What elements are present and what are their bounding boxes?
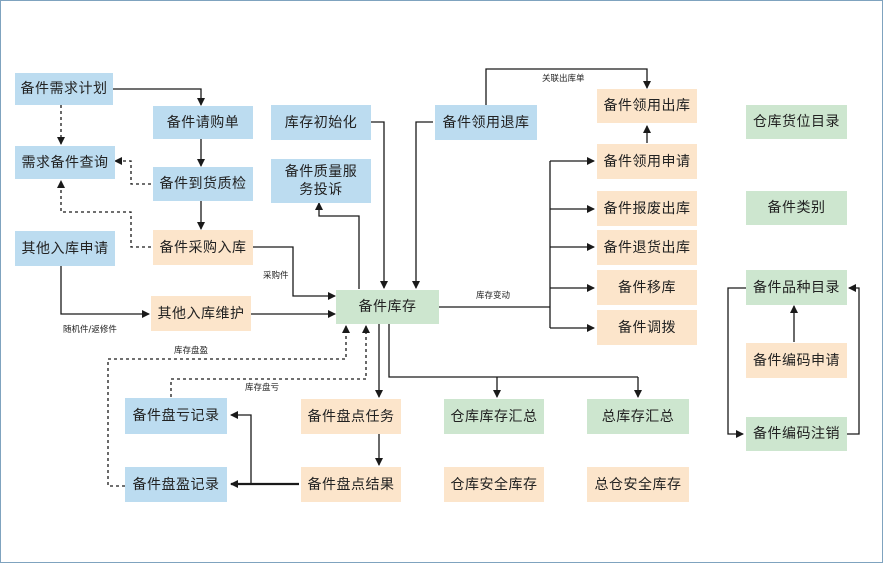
arrow-other-apply-to-maint — [60, 266, 150, 318]
arrow-inspection-to-query — [114, 157, 151, 185]
arrow-cancel-to-catalog — [846, 284, 860, 435]
node-other-in-maint[interactable]: 其他入库维护 — [151, 296, 251, 331]
arrow-result-to-loss — [230, 411, 299, 485]
node-return-goods-out[interactable]: 备件退货出库 — [597, 230, 697, 265]
label-related-out: 关联出库单 — [542, 74, 585, 84]
node-code-cancel[interactable]: 备件编码注销 — [746, 417, 847, 451]
node-total-safety[interactable]: 总仓安全库存 — [587, 467, 689, 502]
node-stocktake-task[interactable]: 备件盘点任务 — [301, 399, 401, 434]
node-requisition-return[interactable]: 备件领用退库 — [435, 105, 537, 140]
node-arrival-inspection[interactable]: 备件到货质检 — [153, 167, 253, 201]
label-stock-change: 库存变动 — [476, 291, 511, 301]
node-other-in-apply[interactable]: 其他入库申请 — [15, 231, 115, 266]
node-requisition-apply[interactable]: 备件领用申请 — [597, 144, 697, 179]
node-inventory[interactable]: 备件库存 — [336, 290, 439, 324]
arrow-init-to-inventory — [371, 121, 388, 289]
arrow-loss-to-inventory — [170, 325, 370, 397]
arrow-purchase-in-to-query — [57, 180, 151, 248]
node-variety-catalog[interactable]: 备件品种目录 — [746, 270, 847, 305]
node-inventory-init[interactable]: 库存初始化 — [271, 105, 371, 140]
label-loss: 库存盘亏 — [245, 383, 280, 393]
arrow-purchase-in-to-inventory — [251, 246, 336, 300]
arrow-return-to-inventory — [412, 121, 433, 289]
node-allocation[interactable]: 备件调拨 — [597, 310, 697, 345]
arrow-surplus-to-inventory — [107, 325, 350, 487]
node-quality-complaint[interactable]: 备件质量服务投诉 — [271, 159, 371, 203]
arrow-plan-to-purchase-order — [113, 88, 205, 106]
node-demand-query[interactable]: 需求备件查询 — [15, 146, 115, 179]
label-surplus: 库存盘盈 — [174, 346, 209, 356]
arrow-inventory-to-summaries — [388, 324, 638, 378]
label-random-repair: 随机件/返修件 — [63, 325, 117, 335]
node-warehouse-safety[interactable]: 仓库安全库存 — [444, 467, 544, 502]
node-total-summary[interactable]: 总库存汇总 — [587, 399, 689, 434]
arrow-return-to-requisition-out — [485, 68, 651, 105]
node-scrap-out[interactable]: 备件报废出库 — [597, 191, 697, 226]
node-warehouse-summary[interactable]: 仓库库存汇总 — [444, 399, 544, 434]
arrow-catalog-to-cancel — [727, 287, 746, 438]
node-stocktake-result[interactable]: 备件盘点结果 — [301, 467, 401, 502]
arrow-inventory-to-complaint — [315, 202, 360, 289]
label-purchased: 采购件 — [263, 271, 289, 281]
node-code-apply[interactable]: 备件编码申请 — [746, 343, 847, 378]
node-demand-plan[interactable]: 备件需求计划 — [15, 73, 113, 105]
node-transfer[interactable]: 备件移库 — [597, 270, 697, 305]
node-category[interactable]: 备件类别 — [746, 191, 847, 225]
node-loss-record[interactable]: 备件盘亏记录 — [125, 398, 227, 434]
node-requisition-out[interactable]: 备件领用出库 — [597, 89, 697, 123]
node-purchase-in[interactable]: 备件采购入库 — [153, 230, 253, 265]
node-purchase-order[interactable]: 备件请购单 — [153, 106, 253, 139]
node-surplus-record[interactable]: 备件盘盈记录 — [125, 467, 227, 502]
node-warehouse-catalog[interactable]: 仓库货位目录 — [746, 105, 847, 139]
